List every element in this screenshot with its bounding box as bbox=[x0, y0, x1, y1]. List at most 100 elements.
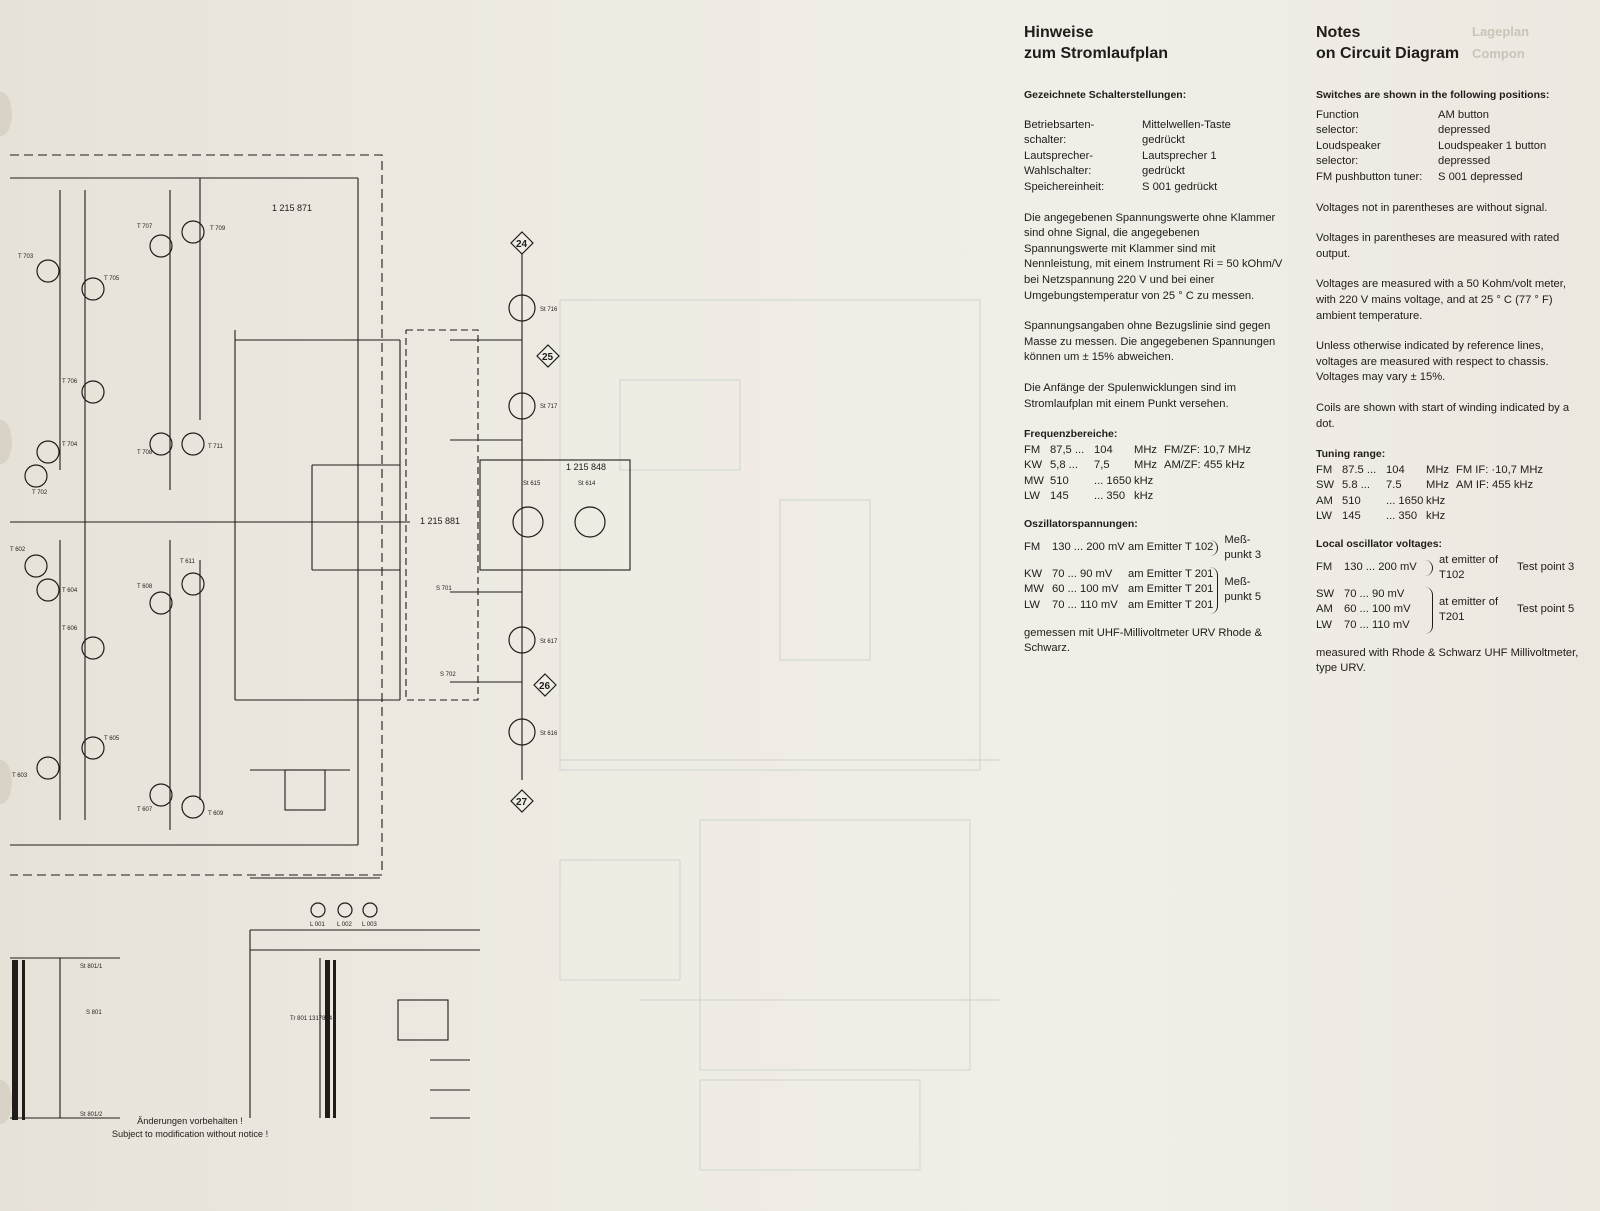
coil-note: Coils are shown with start of winding in… bbox=[1316, 401, 1570, 430]
circuit-diagram: 1 215 871 1 215 881 1 215 848 24 25 26 2… bbox=[10, 154, 1000, 1171]
switch-label: S 801 bbox=[86, 1010, 102, 1016]
transistor-label: T 609 bbox=[208, 811, 224, 817]
ghost-layout bbox=[559, 299, 1000, 1171]
switch-label: St 801/2 bbox=[80, 1112, 103, 1118]
switch-heading: Gezeichnete Schalterstellungen: bbox=[1024, 89, 1187, 101]
coil-note: Die Anfänge der Spulenwicklungen sind im… bbox=[1024, 381, 1237, 410]
oscillator-heading: Local oscillator voltages: bbox=[1316, 538, 1443, 551]
punch-hole bbox=[0, 760, 12, 804]
transistor-label: T 608 bbox=[137, 584, 153, 590]
wiring bbox=[10, 154, 631, 1119]
meter-note: Voltages are measured with a 50 Kohm/vol… bbox=[1316, 278, 1566, 322]
test-point-diamonds bbox=[510, 231, 560, 813]
measure-point: Meß-punkt 3 bbox=[1224, 533, 1262, 562]
test-point: Test point 3 bbox=[1517, 561, 1575, 574]
switch-label: S 701 bbox=[436, 586, 452, 592]
emitter-note: at emitter of T201 bbox=[1439, 595, 1499, 624]
transistor-label: T 611 bbox=[180, 559, 195, 565]
voltage-note: Die angegebenen Spannungswerte ohne Klam… bbox=[1024, 211, 1283, 302]
switch-label: St 801/1 bbox=[80, 964, 103, 970]
module-label-top: 1 215 871 bbox=[272, 203, 312, 213]
switch-heading: Switches are shown in the following posi… bbox=[1316, 89, 1550, 101]
emitter-note: at emitter of T102 bbox=[1439, 553, 1499, 582]
notice-english: Subject to modification without notice ! bbox=[111, 1129, 269, 1139]
transistor-label: T 709 bbox=[210, 226, 226, 232]
sockets-and-plugs bbox=[310, 294, 606, 918]
rated-note: Voltages in parentheses are measured wit… bbox=[1316, 232, 1560, 260]
reference-note: Spannungsangaben ohne Bezugslinie sind g… bbox=[1024, 320, 1276, 364]
switch-table: Betriebsarten-Mittelwellen-Taste schalte… bbox=[1024, 118, 1231, 193]
transistor-label: T 703 bbox=[18, 254, 34, 260]
transistor-label: T 602 bbox=[10, 547, 26, 553]
lamp-label: L 002 bbox=[337, 922, 352, 928]
test-point-26: 26 bbox=[539, 681, 551, 692]
socket-label: St 617 bbox=[540, 639, 558, 645]
transformer-label: Tr 801 1317854 bbox=[290, 1016, 333, 1022]
notice-german: Änderungen vorbehalten ! bbox=[137, 1116, 243, 1126]
transistor-label: T 708 bbox=[137, 450, 153, 456]
module-label-mid: 1 215 881 bbox=[420, 516, 460, 526]
transistor-label: T 704 bbox=[62, 442, 78, 448]
measure-point: Meß-punkt 5 bbox=[1224, 575, 1262, 604]
transistor-label: T 705 bbox=[104, 276, 120, 282]
ghost-subtitle: Compon bbox=[1472, 46, 1525, 61]
transistor-label: T 604 bbox=[62, 588, 78, 594]
modification-notice: Änderungen vorbehalten ! Subject to modi… bbox=[100, 1115, 280, 1141]
transistor-label: T 707 bbox=[137, 224, 153, 230]
schematic-labels: 1 215 871 1 215 881 1 215 848 24 25 26 2… bbox=[10, 203, 606, 1118]
english-notes: Notes on Circuit Diagram Switches are sh… bbox=[1316, 22, 1584, 692]
switch-label: S 702 bbox=[440, 672, 456, 678]
test-point-27: 27 bbox=[516, 797, 528, 808]
test-point-24: 24 bbox=[516, 239, 528, 250]
german-notes: Hinweise zum Stromlaufplan Gezeichnete S… bbox=[1024, 22, 1286, 672]
transistor-symbols bbox=[24, 220, 205, 819]
transistor-label: T 605 bbox=[104, 736, 120, 742]
test-point: Test point 5 bbox=[1517, 603, 1575, 616]
reference-note: Unless otherwise indicated by reference … bbox=[1316, 340, 1549, 384]
transistor-label: T 702 bbox=[32, 490, 48, 496]
socket-label: St 614 bbox=[578, 481, 596, 487]
measurement-instrument: gemessen mit UHF-Millivoltmeter URV Rhod… bbox=[1024, 626, 1262, 655]
punch-hole bbox=[0, 1080, 12, 1124]
voltage-note: Voltages not in parentheses are without … bbox=[1316, 201, 1548, 214]
socket-label: St 717 bbox=[540, 404, 558, 410]
socket-label: St 616 bbox=[540, 731, 558, 737]
frequency-heading: Frequenzbereiche: bbox=[1024, 428, 1118, 441]
measurement-instrument: measured with Rhode & Schwarz UHF Milliv… bbox=[1316, 646, 1579, 675]
module-label-right: 1 215 848 bbox=[566, 462, 606, 472]
oscillator-heading: Oszillatorspannungen: bbox=[1024, 518, 1138, 531]
socket-label: St 716 bbox=[540, 307, 558, 313]
transistor-label: T 607 bbox=[137, 807, 153, 813]
socket-label: St 615 bbox=[523, 481, 541, 487]
ghost-title: Lageplan bbox=[1472, 24, 1530, 39]
german-title: Hinweise zum Stromlaufplan bbox=[1024, 24, 1169, 62]
transistor-label: T 706 bbox=[62, 379, 78, 385]
transformer-cores bbox=[12, 960, 336, 1120]
lamp-label: L 001 bbox=[310, 922, 325, 928]
english-title: Notes on Circuit Diagram bbox=[1316, 24, 1460, 62]
tuning-heading: Tuning range: bbox=[1316, 448, 1386, 461]
lamp-label: L 003 bbox=[362, 922, 377, 928]
